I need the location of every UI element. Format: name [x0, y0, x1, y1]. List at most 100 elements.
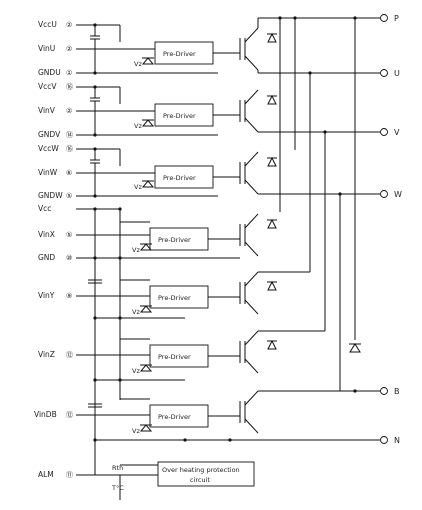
terminal-n-label: N: [394, 436, 400, 445]
diode-x-icon: [267, 218, 277, 229]
vz-x-label: Vz: [132, 246, 140, 254]
igbt-y-collector: [244, 271, 259, 287]
diode-u-icon: [267, 32, 277, 43]
pin-gndu-number: ①: [66, 69, 72, 77]
predriver-z-label: Pre-Driver: [158, 353, 191, 361]
igbt-u-collector: [244, 27, 259, 43]
zener-w-icon: [141, 180, 155, 188]
terminal-b-label: B: [394, 387, 400, 396]
diode-y-icon: [267, 280, 277, 291]
node-dot: [93, 147, 97, 151]
pin-gndu-name: GNDU: [38, 68, 61, 77]
node-dot: [118, 207, 122, 211]
igbt-v-emitter: [244, 117, 259, 133]
brake-diode-icon: [349, 343, 361, 353]
pin-vinu-name: VinU: [38, 44, 55, 53]
pin-gndv-number: ⑭: [66, 131, 73, 139]
pin-vcc-name: Vcc: [38, 204, 51, 213]
pin-viny-number: ⑨: [66, 292, 72, 300]
terminal-w-icon: [380, 190, 388, 198]
overheat-label-line2: circuit: [190, 476, 210, 484]
pin-vinz-number: ⑫: [66, 351, 73, 359]
node-dot: [338, 192, 342, 196]
predriver-u-label: Pre-Driver: [163, 50, 196, 58]
node-dot: [118, 316, 122, 320]
terminal-v-icon: [380, 128, 388, 136]
power-buses: [258, 16, 380, 393]
zener-y-icon: [139, 305, 153, 313]
node-dot: [118, 256, 122, 260]
pin-vinx-name: VinX: [38, 230, 55, 239]
terminal-p-icon: [380, 14, 388, 22]
predriver-db-label: Pre-Driver: [158, 413, 191, 421]
node-dot: [93, 378, 97, 382]
tc-label: T°C: [111, 484, 124, 492]
overheat-label-line1: Over heating protection: [162, 466, 240, 474]
upper-arm-supply: [90, 23, 121, 198]
pin-vinw-number: ⑥: [66, 169, 72, 177]
predriver-y-label: Pre-Driver: [158, 294, 191, 302]
upper-zeners: Vz Vz Vz: [134, 57, 155, 191]
pin-vinw-name: VinW: [38, 168, 58, 177]
pin-vccu-name: VccU: [38, 20, 57, 29]
node-dot: [353, 16, 357, 20]
igbt-db-emitter: [244, 418, 259, 434]
pin-gndw-name: GNDW: [38, 191, 63, 200]
node-dot: [93, 316, 97, 320]
pin-vindb-number: ⑫: [66, 411, 73, 419]
vz-z-label: Vz: [132, 367, 140, 375]
terminal-u-label: U: [394, 69, 400, 78]
igbt-x-collector: [244, 213, 259, 229]
zener-u-icon: [141, 57, 155, 65]
node-dot: [93, 438, 97, 442]
terminal-b-icon: [380, 387, 388, 395]
pin-vindb-name: VinDB: [34, 410, 57, 419]
pin-gnd-number: ⑩: [66, 254, 72, 262]
predriver-v-label: Pre-Driver: [163, 112, 196, 120]
pin-alm-number: ⑪: [66, 471, 73, 479]
node-dot: [308, 71, 312, 75]
igbt-v-collector: [244, 89, 259, 105]
lower-predrivers: Pre-Driver Pre-Driver Pre-Driver Pre-Dri…: [149, 227, 209, 428]
pin-vinv-number: ②: [66, 107, 72, 115]
terminal-n-icon: [380, 436, 388, 444]
node-dot: [93, 256, 97, 260]
igbt-switches: [208, 18, 277, 434]
rth-label: Rth: [112, 464, 123, 472]
predriver-x-label: Pre-Driver: [158, 236, 191, 244]
node-dot: [118, 378, 122, 382]
lower-zeners: Vz Vz Vz Vz: [132, 243, 153, 435]
pin-vinx-number: ⑤: [66, 231, 72, 239]
node-dot: [93, 23, 97, 27]
terminal-w-label: W: [394, 190, 402, 199]
terminal-p-label: P: [394, 14, 399, 23]
vz-y-label: Vz: [132, 308, 140, 316]
node-dot: [93, 71, 97, 75]
igbt-u-emitter: [244, 55, 259, 71]
vz-u-label: Vz: [134, 60, 142, 68]
node-dot: [93, 85, 97, 89]
igbt-w-emitter: [244, 179, 259, 195]
pin-alm-name: ALM: [38, 470, 54, 479]
pin-vccu-number: ②: [66, 21, 72, 29]
igbt-w-collector: [244, 151, 259, 167]
node-dot: [93, 133, 97, 137]
upper-predrivers: Pre-Driver Pre-Driver Pre-Driver: [154, 41, 214, 189]
predriver-w-label: Pre-Driver: [163, 174, 196, 182]
node-dot: [93, 207, 97, 211]
igbt-y-emitter: [244, 299, 259, 315]
pin-vinz-name: VinZ: [38, 350, 55, 359]
pin-viny-name: VinY: [38, 291, 55, 300]
zener-x-icon: [139, 243, 153, 251]
node-dot: [93, 194, 97, 198]
node-dot: [353, 389, 357, 393]
pin-vccw-name: VccW: [38, 144, 59, 153]
left-pin-labels: VccU ② VinU ② GNDU ① VccV ⑯ VinV ② GNDV …: [34, 20, 73, 479]
lower-arm-buses: [88, 207, 380, 445]
vz-w-label: Vz: [134, 183, 142, 191]
right-terminals: P U V W B N: [380, 14, 402, 445]
pin-gnd-name: GND: [38, 253, 55, 262]
node-dot: [323, 130, 327, 134]
node-dot: [183, 438, 187, 442]
